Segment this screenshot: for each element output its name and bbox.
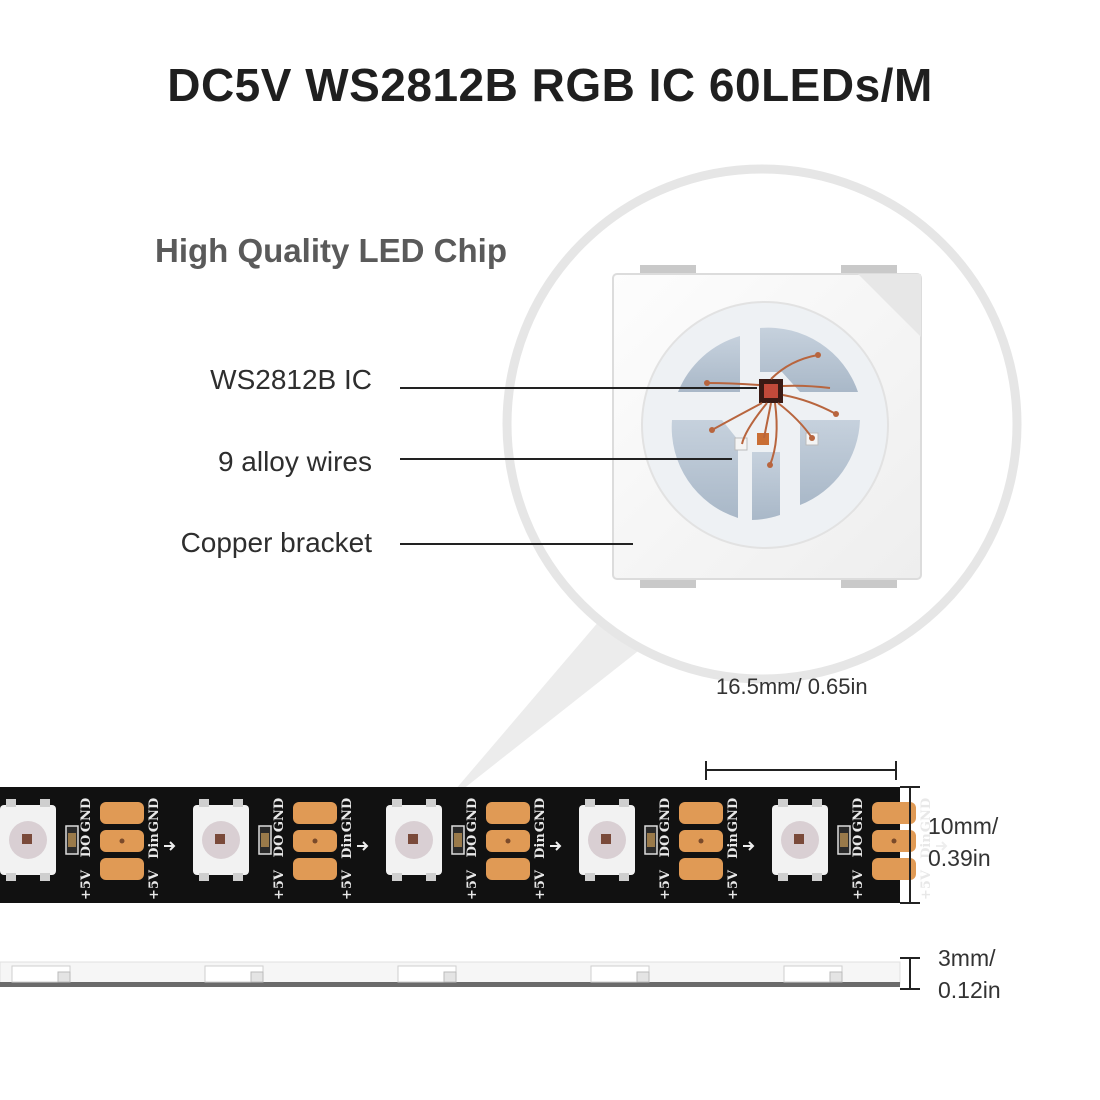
pcb-label-gnd: GND [147, 798, 162, 832]
pcb-label-gnd: GND [658, 798, 673, 832]
thickness-label: 3mm/ 0.12in [938, 942, 1001, 1006]
thickness-label-line1: 3mm/ [938, 945, 996, 971]
pcb-label-5v: +5V [726, 869, 741, 900]
pcb-label-din: Din [147, 833, 162, 859]
length-dimension [705, 761, 897, 780]
pcb-label-5v: +5V [533, 869, 548, 900]
pcb-label-5v: +5V [272, 869, 287, 900]
pcb-label-gnd: GND [919, 798, 934, 832]
pcb-label-din: Din [726, 833, 741, 859]
callout-label-bracket: Copper bracket [180, 527, 372, 558]
pcb-label-gnd: GND [465, 798, 480, 832]
pcb-label-gnd: GND [726, 798, 741, 832]
width-label-line2: 0.39in [928, 845, 991, 871]
pcb-label-gnd: GND [340, 798, 355, 832]
pcb-label-din: Din [340, 833, 355, 859]
pcb-label-din: Din [919, 833, 934, 859]
pcb-label-5v: +5V [658, 869, 673, 900]
pcb-label-gnd: GND [533, 798, 548, 832]
pcb-label-5v: +5V [465, 869, 480, 900]
side-led-unit [204, 965, 264, 983]
pcb-label-do: DO [272, 835, 287, 858]
side-led-unit [783, 965, 843, 983]
pcb-label-5v: +5V [919, 869, 934, 900]
pcb-label-gnd: GND [79, 798, 94, 832]
pcb-label-gnd: GND [851, 798, 866, 832]
led-strip-side [0, 961, 901, 987]
pcb-label-do: DO [79, 835, 94, 858]
pcb-label-gnd: GND [272, 798, 287, 832]
side-led-unit [397, 965, 457, 983]
side-led-unit [11, 965, 71, 983]
thickness-label-line2: 0.12in [938, 977, 1001, 1003]
pcb-label-din: Din [533, 833, 548, 859]
pcb-label-do: DO [658, 835, 673, 858]
callout-label-wires: 9 alloy wires [217, 446, 372, 477]
pcb-label-5v: +5V [340, 869, 355, 900]
pcb-label-5v: +5V [147, 869, 162, 900]
width-label: 10mm/ 0.39in [928, 810, 998, 874]
section-title: High Quality LED Chip [155, 232, 507, 269]
led-chip [612, 273, 922, 580]
magnifier-pointer [455, 620, 642, 790]
pcb-label-5v: +5V [79, 869, 94, 900]
width-label-line1: 10mm/ [928, 813, 999, 839]
width-dimension [900, 786, 920, 904]
callout-lines [400, 387, 757, 545]
thickness-dimension [900, 957, 920, 990]
page-title: DC5V WS2812B RGB IC 60LEDs/M [167, 59, 933, 111]
led-strip-top: GNDDO+5VGNDDin+5VGNDDO+5VGNDDin+5VGNDDO+… [0, 787, 948, 903]
pcb-label-do: DO [465, 835, 480, 858]
chip-leads [640, 265, 897, 588]
side-led-unit [590, 965, 650, 983]
pcb-label-5v: +5V [851, 869, 866, 900]
segment-length-label: 16.5mm/ 0.65in [716, 674, 868, 699]
callout-label-ic: WS2812B IC [210, 364, 372, 395]
pcb-label-do: DO [851, 835, 866, 858]
